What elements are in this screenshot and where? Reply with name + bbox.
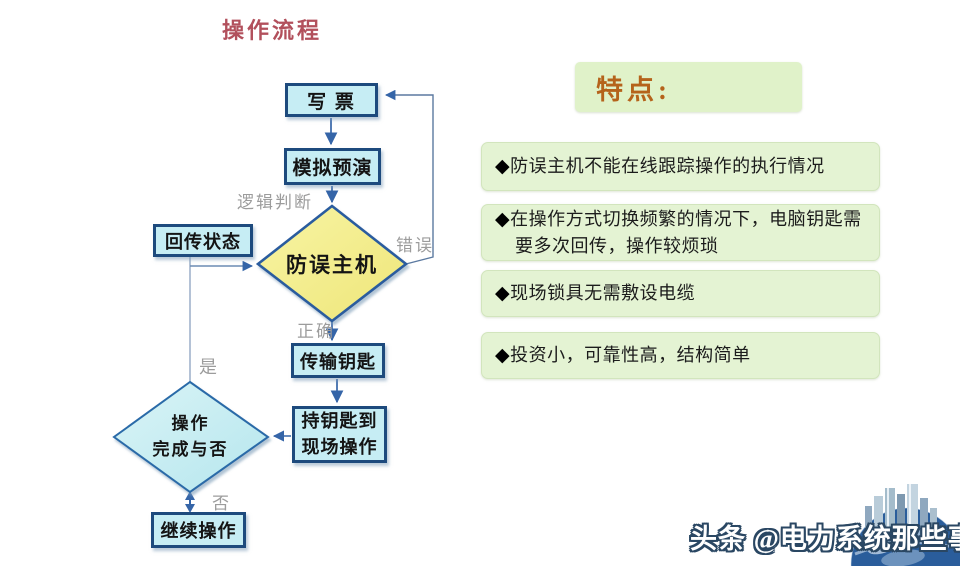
node-return-status: 回传状态 bbox=[153, 224, 253, 257]
node-transmit-key: 传输钥匙 bbox=[291, 343, 385, 378]
buildings bbox=[865, 484, 937, 528]
node-key-to-site-line2: 现场操作 bbox=[301, 436, 378, 457]
node-continue-operation-label: 继续操作 bbox=[160, 521, 237, 541]
feature-item-3: ◆现场锁具无需敷设电缆 bbox=[481, 270, 880, 317]
anti-error-host-diamond bbox=[255, 204, 409, 323]
feature-item-2: ◆在操作方式切换频繁的情况下，电脑钥匙需 要多次回传，操作较烦琐 bbox=[481, 204, 880, 261]
node-transmit-key-label: 传输钥匙 bbox=[300, 351, 376, 372]
node-key-to-site: 持钥匙到 现场操作 bbox=[292, 406, 387, 463]
node-simulation-label: 模拟预演 bbox=[292, 158, 373, 179]
feature-item-4-label: 投资小，可靠性高，结构简单 bbox=[510, 344, 751, 365]
features-header-text: 特点: bbox=[596, 74, 671, 105]
feature-item-1: ◆防误主机不能在线跟踪操作的执行情况 bbox=[481, 142, 880, 191]
node-continue-operation: 继续操作 bbox=[151, 512, 246, 548]
bullet-icon: ◆ bbox=[495, 344, 511, 366]
feature-item-1-label: 防误主机不能在线跟踪操作的执行情况 bbox=[510, 155, 825, 176]
feature-item-2-label: 在操作方式切换频繁的情况下，电脑钥匙需 要多次回传，操作较烦琐 bbox=[510, 208, 862, 257]
edge-no-branch bbox=[185, 491, 195, 513]
page-title: 操作流程 bbox=[222, 18, 323, 43]
edge-label-correct: 正确 bbox=[297, 322, 335, 341]
feature-item-4: ◆投资小，可靠性高，结构简单 bbox=[481, 332, 880, 379]
node-write-ticket-label: 写 票 bbox=[307, 91, 356, 113]
node-return-status-label: 回传状态 bbox=[165, 231, 241, 252]
op-complete-diamond bbox=[112, 380, 270, 494]
bullet-icon: ◆ bbox=[495, 155, 511, 177]
node-key-to-site-line1: 持钥匙到 bbox=[301, 411, 378, 432]
edge-label-error: 错误 bbox=[396, 236, 434, 255]
feature-item-3-text: ◆现场锁具无需敷设电缆 bbox=[495, 280, 695, 308]
bullet-icon: ◆ bbox=[495, 208, 511, 230]
edge-yes-branch bbox=[189, 257, 254, 382]
edge-error-loop bbox=[384, 89, 434, 265]
feature-item-4-text: ◆投资小，可靠性高，结构简单 bbox=[495, 342, 751, 370]
edge-label-no: 否 bbox=[212, 494, 231, 513]
bullet-icon: ◆ bbox=[495, 282, 511, 304]
feature-item-1-text: ◆防误主机不能在线跟踪操作的执行情况 bbox=[495, 153, 825, 181]
globe-skyline-icon bbox=[850, 484, 960, 566]
feature-item-3-label: 现场锁具无需敷设电缆 bbox=[510, 282, 696, 303]
watermark-text: 头条 @电力系统那些事 bbox=[690, 524, 960, 554]
features-header-box: 特点: bbox=[575, 62, 802, 112]
node-write-ticket: 写 票 bbox=[285, 83, 378, 117]
edge-label-yes: 是 bbox=[199, 357, 219, 377]
node-simulation: 模拟预演 bbox=[284, 148, 381, 185]
feature-item-2-text: ◆在操作方式切换频繁的情况下，电脑钥匙需 要多次回传，操作较烦琐 bbox=[495, 206, 862, 260]
edge-label-logic-judgment: 逻辑判断 bbox=[237, 193, 313, 212]
